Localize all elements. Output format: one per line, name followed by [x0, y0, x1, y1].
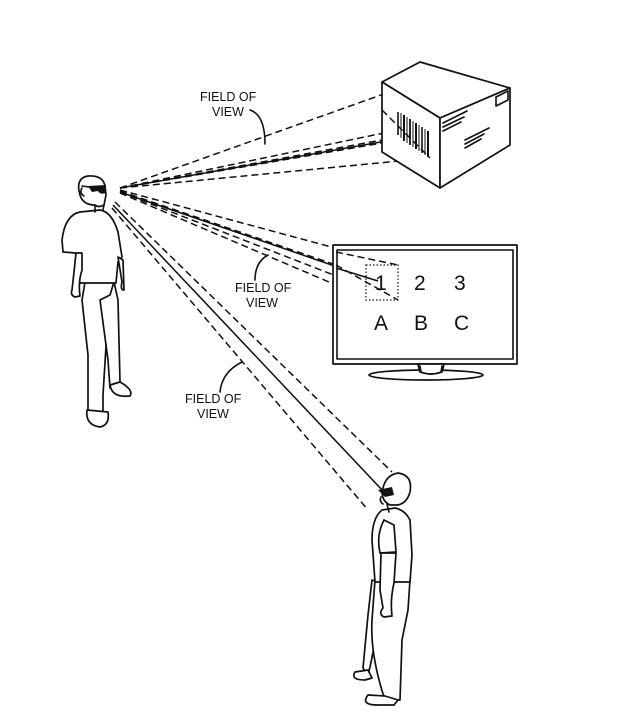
fov-lines-to-box: [119, 89, 431, 189]
fov-label-box: FIELD OF VIEW: [200, 90, 266, 145]
fov-label-person: FIELD OF VIEW: [185, 361, 243, 421]
fov-lines-to-person: [111, 201, 393, 511]
svg-text:VIEW: VIEW: [197, 407, 229, 421]
svg-text:FIELD OF: FIELD OF: [235, 281, 292, 295]
svg-text:FIELD OF: FIELD OF: [185, 392, 242, 406]
svg-text:FIELD OF: FIELD OF: [200, 90, 257, 104]
fov-label-tv: FIELD OF VIEW: [235, 254, 292, 310]
display-item-2: 2: [414, 272, 426, 295]
television: 1 2 3 A B C: [332, 244, 518, 381]
address-label-icon: [442, 90, 509, 149]
svg-text:VIEW: VIEW: [246, 296, 278, 310]
person-left-wearing-glasses: [61, 175, 132, 428]
svg-text:VIEW: VIEW: [212, 105, 244, 119]
display-item-3: 3: [454, 272, 466, 295]
display-item-1: 1: [375, 272, 387, 295]
gaze-target-box: [365, 264, 399, 301]
package-box: [381, 61, 511, 189]
smart-glasses-icon: [88, 185, 106, 194]
display-item-b: B: [414, 312, 428, 335]
display-item-c: C: [454, 312, 469, 335]
barcode-icon: [397, 112, 429, 157]
person-right-wearing-glasses: [352, 472, 413, 706]
smart-glasses-icon: [378, 487, 394, 497]
display-item-a: A: [374, 312, 388, 335]
